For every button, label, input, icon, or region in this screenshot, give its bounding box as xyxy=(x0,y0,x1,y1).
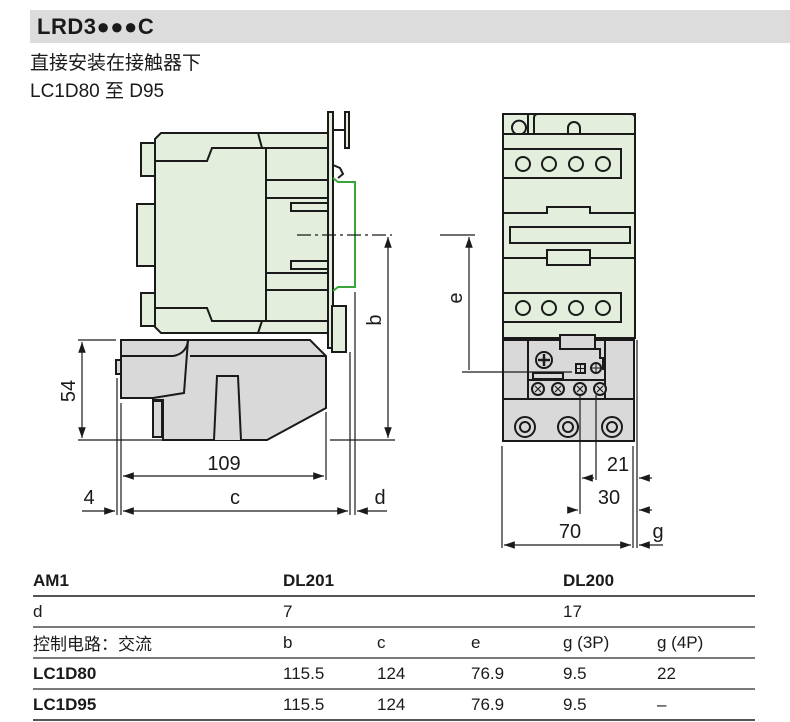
table-cell: 115.5 xyxy=(283,658,377,690)
dim-c-label: c xyxy=(230,487,240,509)
table-cell: 7 xyxy=(283,596,377,628)
table-cell: 76.9 xyxy=(471,689,563,721)
table-cell xyxy=(657,566,755,597)
front-dimensions xyxy=(440,234,663,549)
dim-d-label: d xyxy=(374,487,385,509)
dim-4-label: 4 xyxy=(83,487,94,509)
table-cell: 控制电路：交流 xyxy=(33,627,283,659)
table-cell: DL201 xyxy=(283,566,377,597)
product-title: LRD3●●●C xyxy=(37,14,155,39)
table-cell: 9.5 xyxy=(563,658,657,690)
table-cell: 9.5 xyxy=(563,689,657,721)
front-view xyxy=(502,113,636,442)
table-cell: – xyxy=(657,689,755,721)
table-cell: d xyxy=(33,596,283,628)
table-row: LC1D80 115.5 124 76.9 9.5 22 xyxy=(33,658,755,690)
table-cell: 17 xyxy=(563,596,657,628)
dim-70-label: 70 xyxy=(559,521,581,543)
table-cell: AM1 xyxy=(33,566,283,597)
thermal-relay-side xyxy=(115,339,327,441)
side-view xyxy=(115,111,356,441)
table-row: 控制电路：交流 b c e g (3P) g (4P) xyxy=(33,627,755,659)
table-cell: DL200 xyxy=(563,566,657,597)
table-cell xyxy=(471,596,563,628)
table-cell: LC1D95 xyxy=(33,689,283,721)
thermal-relay-front xyxy=(502,334,635,442)
table-cell xyxy=(471,566,563,597)
table-cell: 124 xyxy=(377,689,471,721)
table-cell: LC1D80 xyxy=(33,658,283,690)
table-cell: g (4P) xyxy=(657,627,755,659)
table-cell: b xyxy=(283,627,377,659)
subtitle-mounting: 直接安装在接触器下 xyxy=(30,53,202,74)
table-cell: 22 xyxy=(657,658,755,690)
table-cell: g (3P) xyxy=(563,627,657,659)
dimension-drawing: 54 b 109 4 c d xyxy=(58,111,664,549)
title-bar xyxy=(30,10,790,43)
table-cell xyxy=(377,596,471,628)
dimension-table: AM1 DL201 DL200 d 7 17 控制电路：交流 b c e g (… xyxy=(33,566,755,721)
dim-30-label: 30 xyxy=(598,487,620,509)
table-cell: 115.5 xyxy=(283,689,377,721)
dim-109-label: 109 xyxy=(207,453,240,475)
side-dimensions xyxy=(78,234,395,515)
table-header-row: AM1 DL201 DL200 xyxy=(33,566,755,597)
table-cell xyxy=(377,566,471,597)
table-cell: e xyxy=(471,627,563,659)
table-cell: 76.9 xyxy=(471,658,563,690)
subtitle-range: LC1D80 至 D95 xyxy=(30,81,165,102)
table-cell: 124 xyxy=(377,658,471,690)
dim-g-label: g xyxy=(652,521,663,543)
dim-e-label: e xyxy=(445,292,467,303)
dim-21-label: 21 xyxy=(607,454,629,476)
table-cell: c xyxy=(377,627,471,659)
dim-54-label: 54 xyxy=(58,380,80,402)
table-row: LC1D95 115.5 124 76.9 9.5 – xyxy=(33,689,755,721)
table-row: d 7 17 xyxy=(33,596,755,628)
contactor-front xyxy=(502,113,636,339)
dim-b-label: b xyxy=(364,314,386,325)
contactor-side xyxy=(136,111,350,353)
table-cell xyxy=(657,596,755,628)
